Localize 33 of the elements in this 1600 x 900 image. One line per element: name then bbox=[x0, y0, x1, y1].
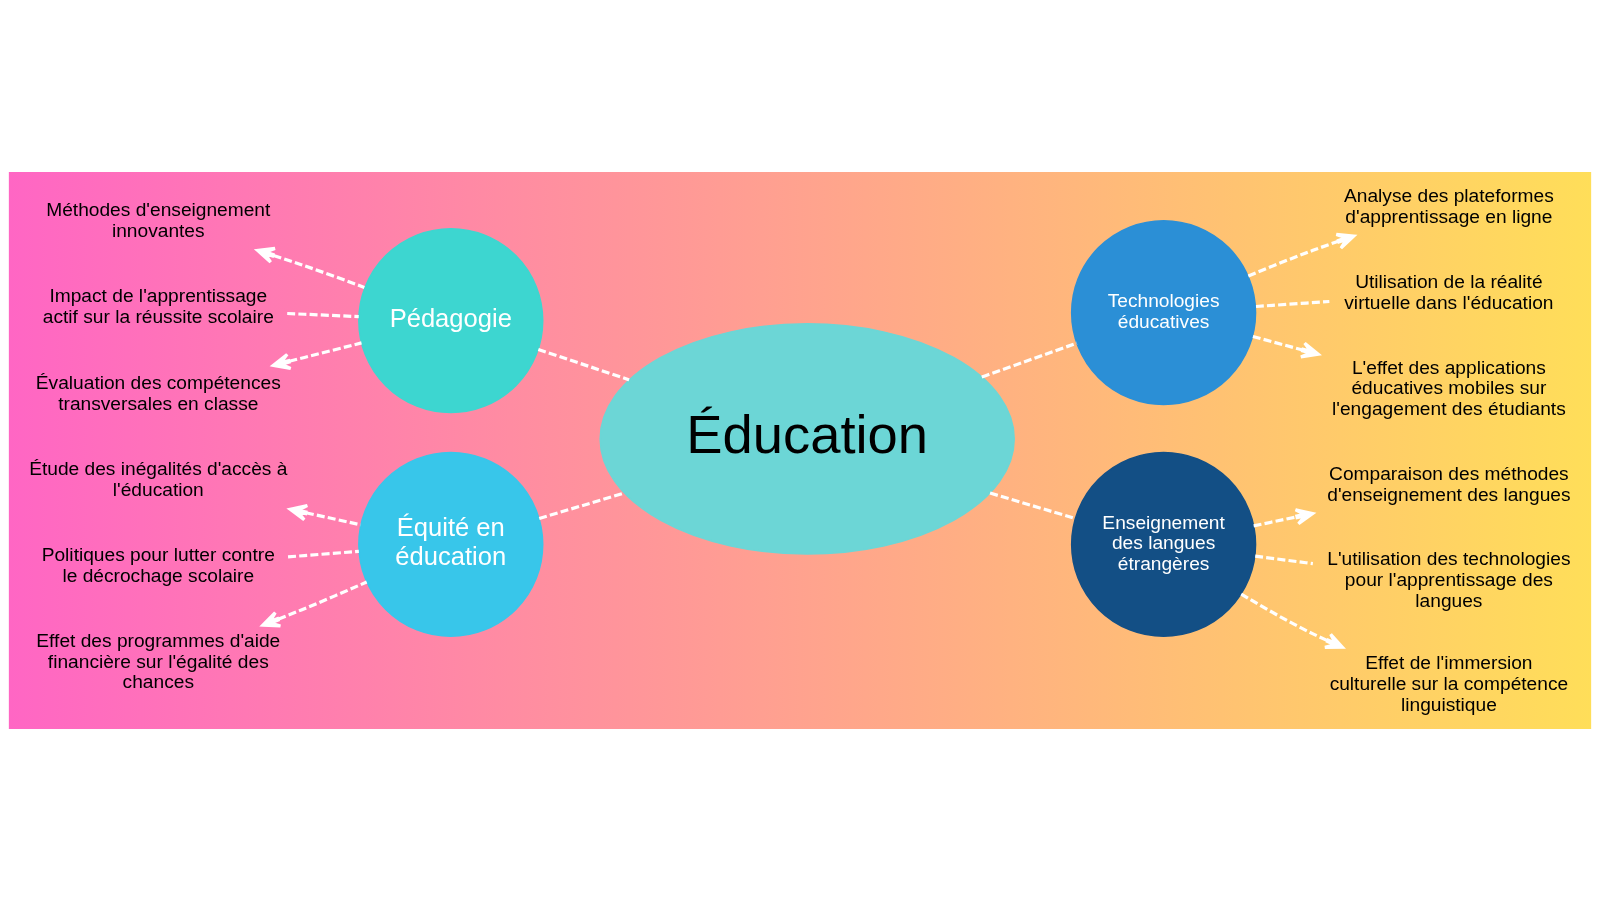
node-text: Comparaison des méthodes d'enseignement des langues bbox=[1327, 462, 1571, 505]
node-ellipse: Éducation bbox=[599, 322, 1015, 555]
node-circle: Équité en éducation bbox=[358, 451, 544, 637]
arrow bbox=[1240, 592, 1345, 649]
node-text: Utilisation de la réalité virtuelle dans l'éducation bbox=[1344, 270, 1554, 313]
connector bbox=[537, 347, 630, 381]
connector bbox=[538, 491, 625, 520]
arrow bbox=[255, 246, 365, 289]
connector bbox=[1255, 554, 1314, 565]
node-circle: Pédagogie bbox=[358, 227, 544, 413]
connector bbox=[287, 549, 359, 558]
arrow bbox=[1247, 232, 1356, 278]
connector bbox=[989, 491, 1076, 520]
arrow bbox=[1252, 334, 1320, 359]
node-text: Méthodes d'enseignement innovantes bbox=[46, 198, 271, 241]
arrow bbox=[261, 580, 368, 628]
node-text: L'effet des applications éducatives mobiles sur l'engagement des étudiants bbox=[1332, 356, 1566, 419]
connector bbox=[1255, 299, 1330, 308]
node-text: Analyse des plateformes d'apprentissage en ligne bbox=[1344, 184, 1554, 227]
arrow bbox=[271, 340, 362, 370]
arrow bbox=[288, 503, 361, 526]
node-text: L'utilisation des technologies pour l'apprentissage des langues bbox=[1327, 547, 1571, 611]
node-text: Effet des programmes d'aide financière sur l'égalité des chances bbox=[36, 629, 281, 692]
arrow bbox=[1253, 507, 1315, 527]
node-text: Évaluation des compétences transversales en classe bbox=[35, 371, 281, 413]
connector bbox=[287, 311, 359, 318]
node-text: Effet de l'immersion culturelle sur la compétence linguistique bbox=[1329, 651, 1569, 715]
node-text: Politiques pour lutter contre le décrochage scolaire bbox=[41, 543, 275, 586]
node-circle: Technologies éducatives bbox=[1070, 219, 1257, 405]
node-text: Étude des inégalités d'accès à l'éducation bbox=[29, 457, 288, 500]
node-text: Impact de l'apprentissage actif sur la réussite scolaire bbox=[42, 284, 274, 327]
node-circle: Enseignement des langues étrangères bbox=[1070, 451, 1257, 637]
connector bbox=[981, 341, 1078, 379]
